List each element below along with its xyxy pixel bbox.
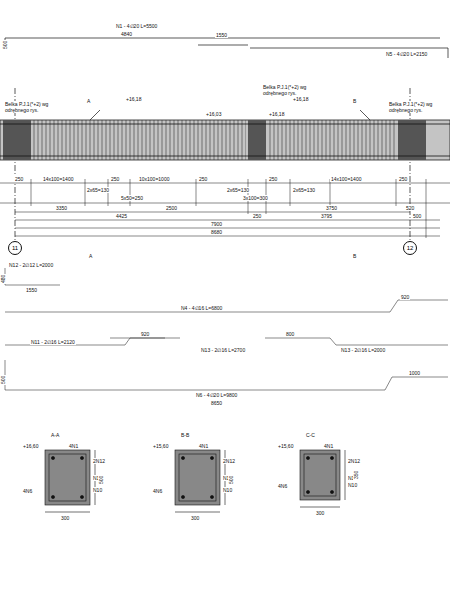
label: 2N12 — [347, 458, 361, 464]
dimension: 480 — [0, 274, 6, 284]
label: 300 — [60, 515, 70, 521]
label: N4 - 4∅16 L=6800 — [180, 305, 223, 311]
grid-axis-bubble: 12 — [403, 241, 417, 255]
label: A-A — [50, 432, 60, 438]
label: N13 - 2∅16 L=2700 — [200, 347, 246, 353]
label: 10x100=1000 — [138, 176, 170, 182]
label: 5x50=250 — [120, 195, 144, 201]
label: 14x100=1400 — [330, 176, 362, 182]
note: Belka P.J.1(*+2) wg odrębnego rys. — [4, 101, 58, 113]
note: Belka P.J.1(*+2) wg odrębnego rys. — [262, 84, 320, 96]
label: 4840 — [120, 31, 133, 37]
label: 250 — [198, 176, 208, 182]
label: N1 - 4∅20 L=5500 — [115, 23, 158, 29]
label: B — [352, 98, 357, 104]
label: 4N6 — [22, 488, 33, 494]
note: Belka P.J.1(*+2) wg odrębnego rys. — [388, 101, 445, 113]
grid-axis-bubble: 11 — [8, 241, 22, 255]
label: 2500 — [165, 205, 178, 211]
label: 4425 — [115, 213, 128, 219]
label: 250 — [268, 176, 278, 182]
label: N10 — [222, 487, 233, 493]
label: 1550 — [215, 32, 228, 38]
label: 300 — [315, 510, 325, 516]
label: N6 - 4∅20 L=9800 — [195, 392, 238, 398]
label: B — [352, 253, 357, 259]
label: N10 — [347, 482, 358, 488]
label: +16,03 — [205, 111, 222, 117]
label: 3350 — [55, 205, 68, 211]
label: 8680 — [210, 229, 223, 235]
label: C-C — [305, 432, 316, 438]
label: A — [88, 253, 93, 259]
label: 2x65=130 — [86, 187, 110, 193]
label: N11 - 2∅16 L=2120 — [30, 339, 76, 345]
label: 920 — [140, 331, 150, 337]
label: 500 — [412, 213, 422, 219]
label: N12 - 2∅12 L=2000 — [8, 262, 54, 268]
label: 2x65=130 — [226, 187, 250, 193]
label: A — [86, 98, 91, 104]
label: +16,18 — [268, 111, 285, 117]
label: N5 - 4∅20 L=2150 — [385, 51, 428, 57]
label: 4N1 — [198, 443, 209, 449]
label: +15,60 — [277, 443, 294, 449]
label: 2N12 — [222, 458, 236, 464]
label: 3x100=300 — [242, 195, 269, 201]
dimension: 500 — [2, 40, 8, 50]
label: 4N6 — [152, 488, 163, 494]
label: 250 — [14, 176, 24, 182]
label: 14x100=1400 — [42, 176, 74, 182]
label: N10 — [92, 487, 103, 493]
label: 7900 — [210, 221, 223, 227]
label: 4N6 — [277, 483, 288, 489]
label: 300 — [190, 515, 200, 521]
label: 800 — [285, 331, 295, 337]
label: 920 — [400, 294, 410, 300]
dimension: 350 — [353, 470, 359, 480]
label: 3795 — [320, 213, 333, 219]
dimension: 500 — [228, 475, 234, 485]
axis-number: 11 — [12, 245, 18, 251]
label: N13 - 2∅16 L=2000 — [340, 347, 386, 353]
label: 250 — [110, 176, 120, 182]
label: 2x65=130 — [292, 187, 316, 193]
label: +16,60 — [22, 443, 39, 449]
label: 3750 — [325, 205, 338, 211]
label: 520 — [405, 205, 415, 211]
label: 250 — [398, 176, 408, 182]
label: B-B — [180, 432, 190, 438]
label: +15,60 — [152, 443, 169, 449]
label: 1550 — [25, 287, 38, 293]
label: +16,18 — [292, 96, 309, 102]
dimension: 500 — [98, 475, 104, 485]
axis-number: 12 — [407, 245, 414, 251]
label: +16,18 — [125, 96, 142, 102]
label: 250 — [252, 213, 262, 219]
label: 4N1 — [68, 443, 79, 449]
label: 2N12 — [92, 458, 106, 464]
label: 8650 — [210, 400, 223, 406]
label: 1000 — [408, 370, 421, 376]
dimension: 500 — [0, 375, 6, 385]
label: 4N1 — [323, 443, 334, 449]
